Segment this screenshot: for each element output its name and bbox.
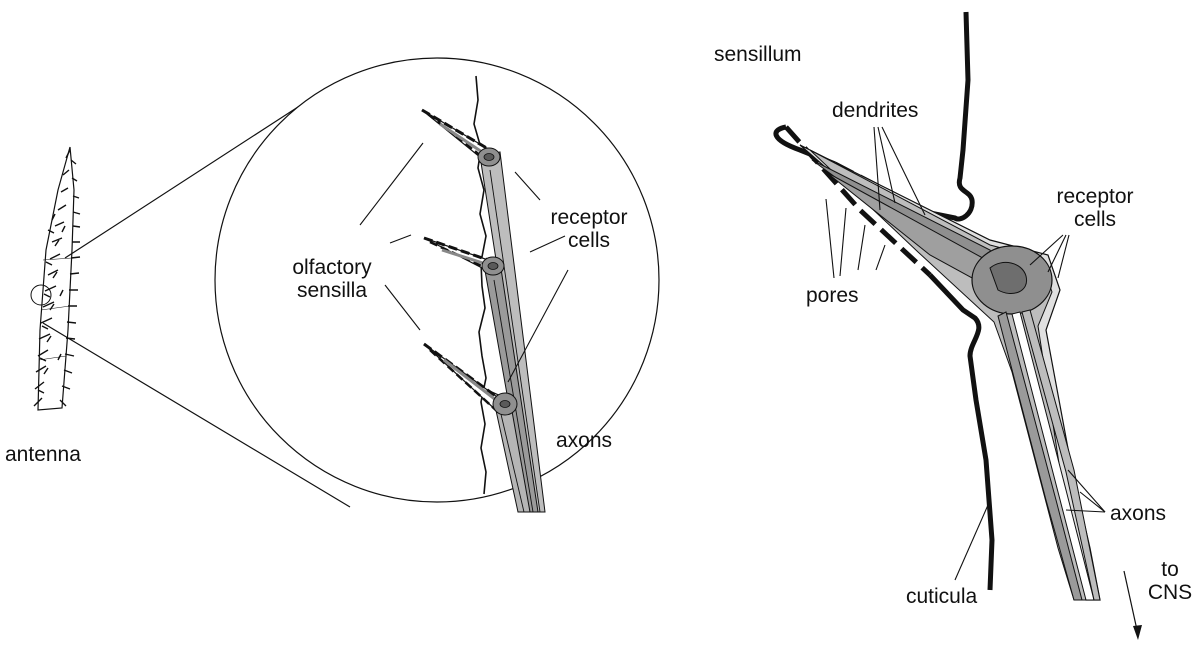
label-cuticula: cuticula bbox=[906, 585, 977, 608]
label-olfactory-sensilla: olfactory sensilla bbox=[277, 256, 387, 302]
label-receptor-cells-right-line2: cells bbox=[1046, 208, 1144, 231]
label-receptor-cells-right: receptor cells bbox=[1046, 185, 1144, 231]
to-cns-arrow bbox=[1124, 571, 1142, 640]
label-receptor-cells-left: receptor cells bbox=[540, 206, 638, 252]
label-receptor-cells-right-line1: receptor bbox=[1046, 185, 1144, 208]
label-olfactory-sensilla-line2: sensilla bbox=[277, 279, 387, 302]
label-antenna: antenna bbox=[5, 443, 81, 466]
label-pores: pores bbox=[806, 284, 859, 307]
antenna-drawing bbox=[31, 147, 80, 410]
label-to-cns-line1: to bbox=[1142, 558, 1198, 581]
label-axons-left: axons bbox=[556, 429, 612, 452]
label-axons-right: axons bbox=[1110, 502, 1166, 525]
label-to-cns-line2: CNS bbox=[1142, 581, 1198, 604]
label-receptor-cells-left-line1: receptor bbox=[540, 206, 638, 229]
label-receptor-cells-left-line2: cells bbox=[540, 229, 638, 252]
label-sensillum: sensillum bbox=[714, 43, 802, 66]
label-dendrites: dendrites bbox=[832, 99, 918, 122]
label-olfactory-sensilla-line1: olfactory bbox=[277, 256, 387, 279]
label-to-cns: to CNS bbox=[1142, 558, 1198, 604]
